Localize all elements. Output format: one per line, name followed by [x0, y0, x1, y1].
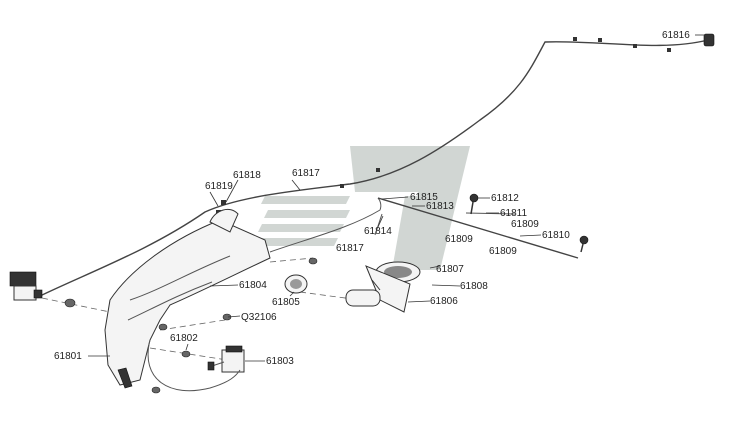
label-61817-top: 61817 — [292, 168, 320, 179]
leader-lines — [88, 34, 707, 362]
screw-61810 — [579, 235, 589, 253]
label-61805: 61805 — [272, 297, 300, 308]
rod-61811 — [465, 212, 516, 215]
label-Q32106: Q32106 — [241, 312, 277, 323]
label-61816: 61816 — [662, 30, 690, 41]
label-61815: 61815 — [410, 192, 438, 203]
label-61808: 61808 — [460, 281, 488, 292]
label-61801: 61801 — [54, 351, 82, 362]
label-61809-upper: 61809 — [511, 219, 539, 230]
pump-left — [9, 271, 43, 301]
filler-assembly-61807 — [345, 261, 421, 313]
label-61806: 61806 — [430, 296, 458, 307]
label-61818: 61818 — [233, 170, 261, 181]
label-61803: 61803 — [266, 356, 294, 367]
label-61807: 61807 — [436, 264, 464, 275]
assembly-line-3 — [159, 319, 226, 331]
washer-tank-61801 — [104, 208, 271, 389]
rod-61809 — [377, 197, 579, 259]
label-61812: 61812 — [491, 193, 519, 204]
rod-61814 — [374, 213, 383, 236]
washer-hose — [39, 39, 709, 297]
grommets — [64, 257, 318, 394]
lower-hose — [147, 339, 241, 392]
label-61809-middle: 61809 — [445, 234, 473, 245]
label-61811: 61811 — [500, 208, 528, 219]
screw-61812 — [469, 193, 479, 215]
label-61804: 61804 — [239, 280, 267, 291]
assembly-line-4 — [269, 257, 314, 263]
label-61810: 61810 — [542, 230, 570, 241]
cap-61805 — [284, 274, 308, 294]
nozzle-61816 — [703, 33, 715, 47]
label-61809-lower: 61809 — [489, 246, 517, 257]
assembly-line-1 — [41, 297, 111, 313]
label-61802: 61802 — [170, 333, 198, 344]
label-61814: 61814 — [364, 226, 392, 237]
motor-61803 — [207, 345, 245, 373]
label-61819: 61819 — [205, 181, 233, 192]
label-61813: 61813 — [426, 201, 454, 212]
label-61817-mid: 61817 — [336, 243, 364, 254]
secondary-hose — [269, 197, 382, 253]
